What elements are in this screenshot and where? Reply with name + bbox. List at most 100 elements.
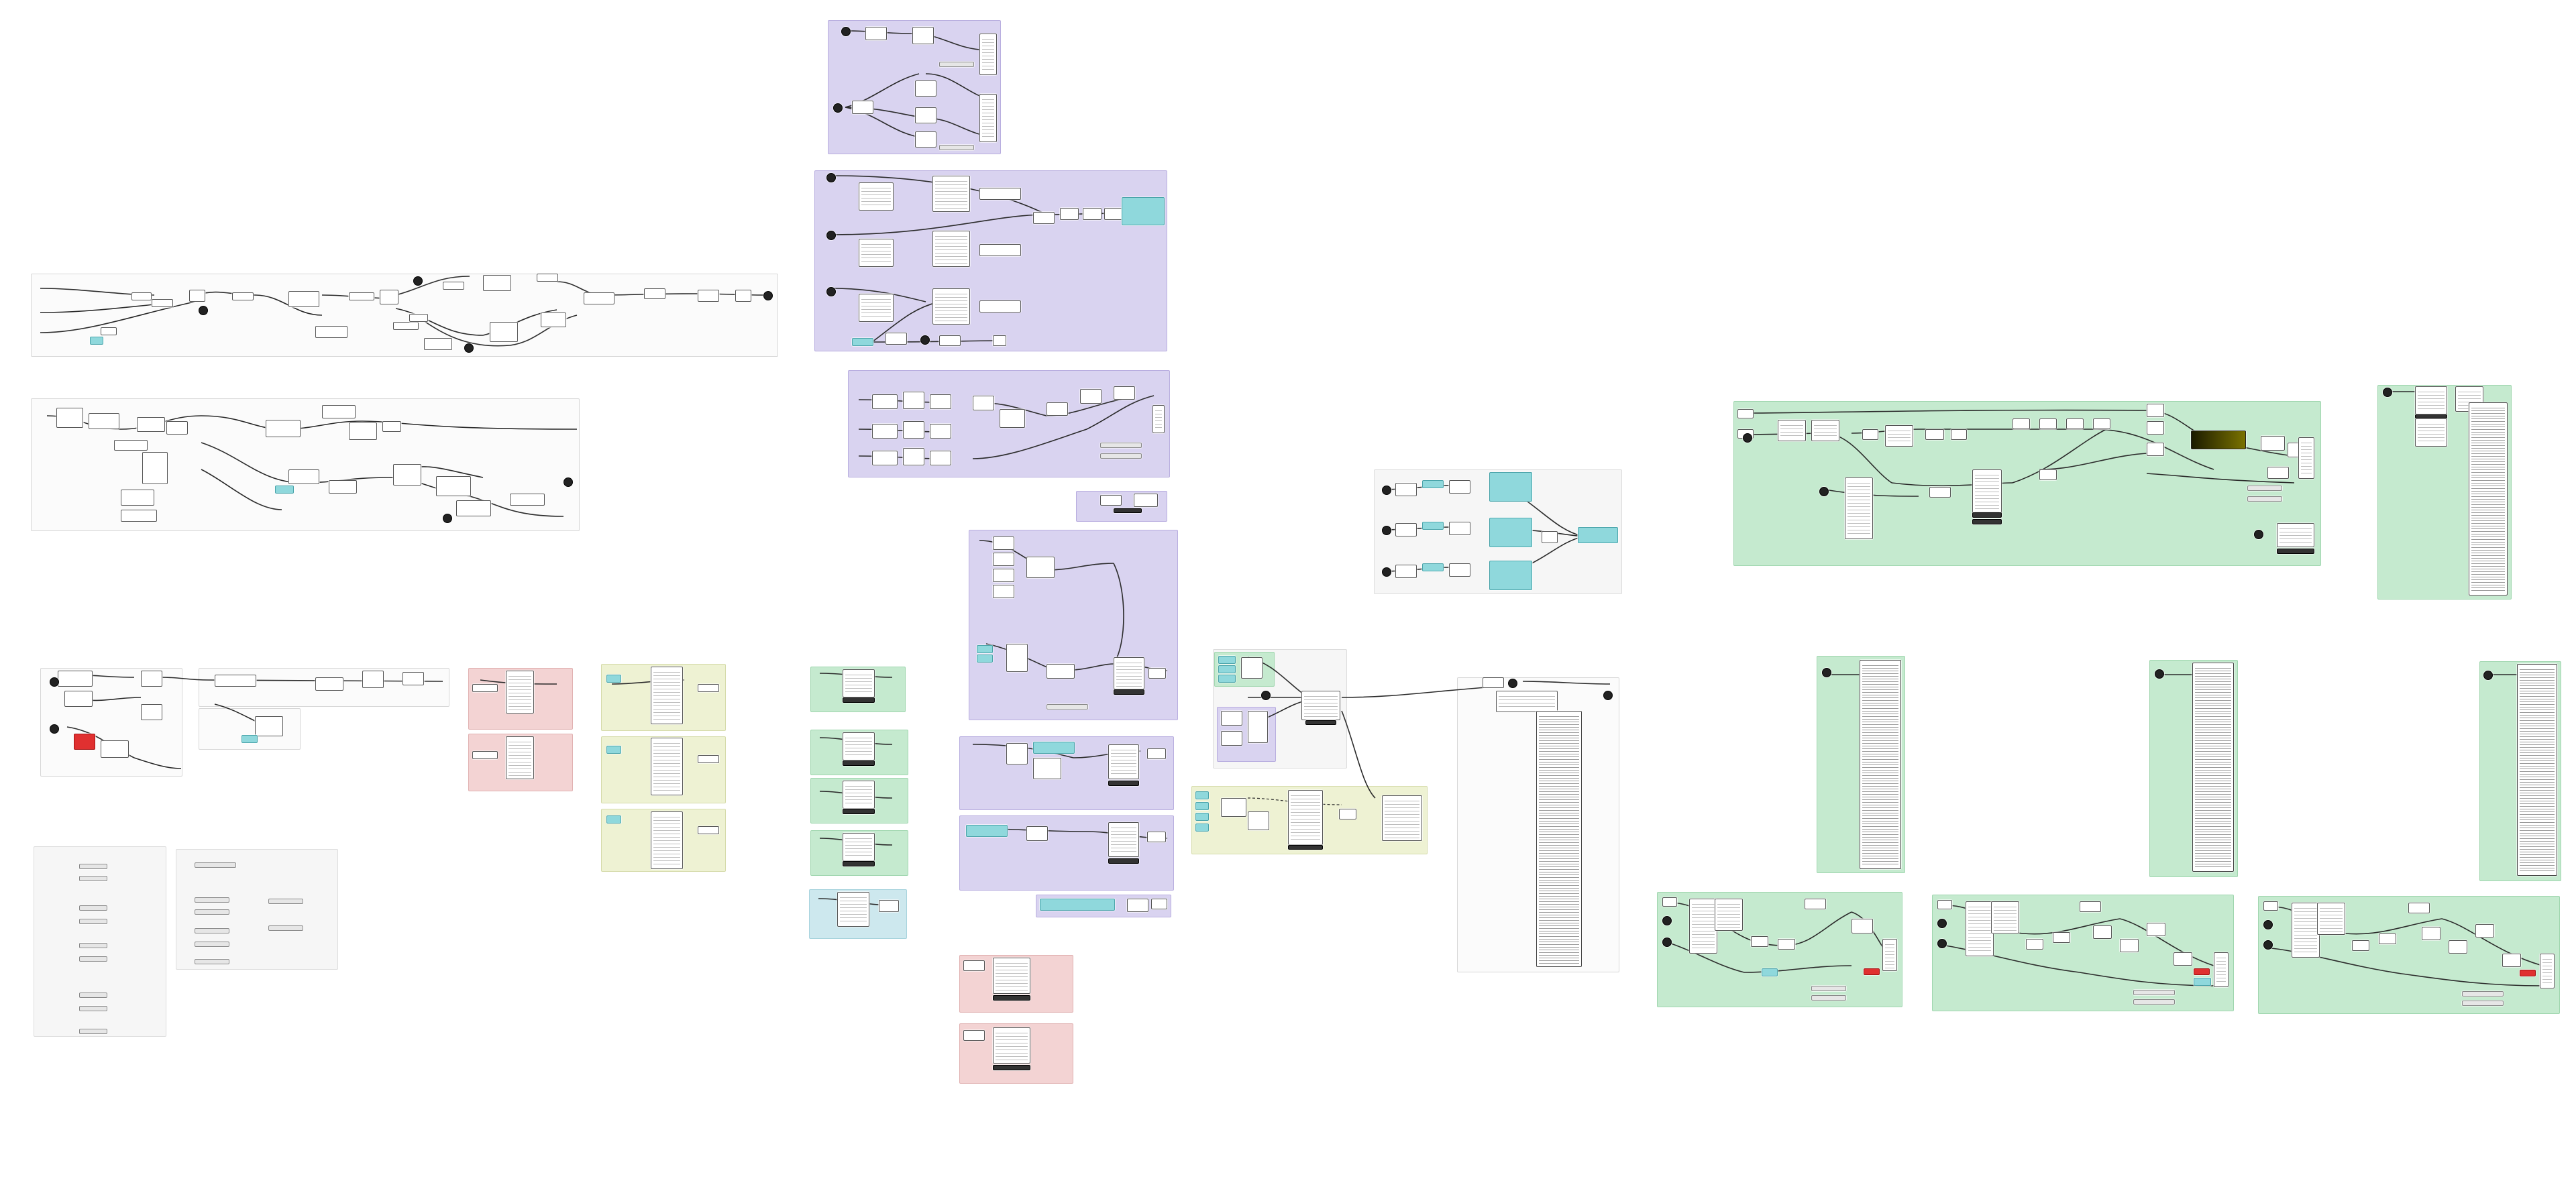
node[interactable] xyxy=(915,80,936,97)
node[interactable] xyxy=(2317,903,2345,935)
panel-node[interactable] xyxy=(1033,742,1075,754)
node[interactable] xyxy=(1966,901,1994,956)
node[interactable] xyxy=(483,275,511,291)
component-icon[interactable] xyxy=(464,343,474,353)
node[interactable] xyxy=(912,27,934,44)
slider[interactable] xyxy=(939,62,974,67)
node[interactable] xyxy=(490,322,518,342)
node[interactable] xyxy=(1862,429,1878,440)
node[interactable] xyxy=(89,413,119,429)
slider[interactable] xyxy=(79,919,107,924)
node[interactable] xyxy=(443,282,464,290)
node[interactable] xyxy=(1147,748,1166,759)
node[interactable] xyxy=(1972,469,2002,518)
node[interactable] xyxy=(735,290,751,302)
group-left-5[interactable] xyxy=(199,708,301,750)
panel-node[interactable] xyxy=(966,825,1008,837)
node[interactable] xyxy=(2147,443,2164,456)
node[interactable] xyxy=(903,448,924,465)
panel-node[interactable] xyxy=(606,746,621,754)
component-icon[interactable] xyxy=(1743,433,1752,443)
node[interactable] xyxy=(2093,418,2110,429)
node[interactable] xyxy=(510,494,545,506)
node[interactable] xyxy=(232,292,254,300)
list-node[interactable] xyxy=(2469,402,2508,596)
node[interactable] xyxy=(380,290,398,304)
list-node[interactable] xyxy=(2192,663,2234,872)
node[interactable] xyxy=(644,288,665,299)
node[interactable] xyxy=(843,732,875,760)
node[interactable] xyxy=(1108,822,1139,857)
node[interactable] xyxy=(973,396,994,410)
component-icon[interactable] xyxy=(1819,487,1829,496)
node[interactable] xyxy=(2475,924,2494,938)
node[interactable] xyxy=(1542,531,1558,543)
node[interactable] xyxy=(1046,402,1068,416)
node[interactable] xyxy=(698,684,719,692)
node[interactable] xyxy=(1046,664,1075,679)
panel-node[interactable] xyxy=(1762,968,1778,976)
node[interactable] xyxy=(2298,437,2314,479)
node[interactable] xyxy=(1248,811,1269,830)
error-node[interactable] xyxy=(2520,970,2536,976)
node[interactable] xyxy=(393,464,421,486)
node[interactable] xyxy=(930,394,951,409)
node[interactable] xyxy=(2261,436,2285,451)
panel-node[interactable] xyxy=(1195,791,1209,799)
node[interactable] xyxy=(1083,208,1102,220)
node[interactable] xyxy=(537,274,558,282)
node[interactable] xyxy=(843,669,875,697)
slider[interactable] xyxy=(79,905,107,911)
slider[interactable] xyxy=(195,897,229,903)
node[interactable] xyxy=(1114,386,1135,400)
node[interactable] xyxy=(1925,429,1944,440)
node[interactable] xyxy=(1449,522,1470,535)
panel-node[interactable] xyxy=(977,645,993,653)
node[interactable] xyxy=(121,510,157,522)
node[interactable] xyxy=(255,716,283,736)
node[interactable] xyxy=(1301,691,1340,720)
node[interactable] xyxy=(189,290,205,302)
node[interactable] xyxy=(1929,487,1951,498)
node[interactable] xyxy=(2120,939,2139,952)
node[interactable] xyxy=(852,101,873,114)
node[interactable] xyxy=(1221,711,1242,726)
node[interactable] xyxy=(142,452,168,484)
error-node[interactable] xyxy=(1864,968,1880,975)
node[interactable] xyxy=(1033,758,1061,779)
component-icon[interactable] xyxy=(50,724,59,734)
component-icon[interactable] xyxy=(826,231,836,240)
list-node[interactable] xyxy=(2517,664,2557,876)
node[interactable] xyxy=(166,421,188,435)
slider[interactable] xyxy=(79,943,107,948)
node[interactable] xyxy=(141,704,162,720)
error-node[interactable] xyxy=(74,734,95,750)
node[interactable] xyxy=(541,313,566,327)
panel-node[interactable] xyxy=(606,815,621,824)
node[interactable] xyxy=(1937,900,1952,909)
node[interactable] xyxy=(1339,809,1356,819)
list-node[interactable] xyxy=(1536,711,1582,967)
node[interactable] xyxy=(349,292,374,300)
node[interactable] xyxy=(1006,644,1028,672)
node[interactable] xyxy=(141,671,162,687)
node[interactable] xyxy=(1026,557,1055,578)
panel-node[interactable] xyxy=(977,655,993,663)
node[interactable] xyxy=(1221,731,1242,746)
node[interactable] xyxy=(1715,899,1743,931)
node[interactable] xyxy=(436,476,471,496)
node[interactable] xyxy=(865,27,887,40)
slider[interactable] xyxy=(2462,991,2504,997)
slider[interactable] xyxy=(2247,496,2282,502)
slider[interactable] xyxy=(268,899,303,904)
node[interactable] xyxy=(2039,418,2057,429)
node[interactable] xyxy=(1241,657,1263,679)
node[interactable] xyxy=(1100,495,1122,506)
slider[interactable] xyxy=(79,1029,107,1034)
slider[interactable] xyxy=(79,956,107,962)
slider[interactable] xyxy=(195,909,229,915)
panel-node[interactable] xyxy=(1489,561,1532,590)
panel-node[interactable] xyxy=(1422,522,1444,530)
node[interactable] xyxy=(1737,409,1754,418)
